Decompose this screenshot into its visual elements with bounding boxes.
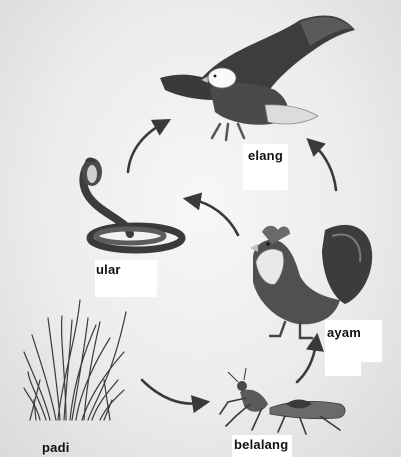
cobra-icon <box>82 158 182 251</box>
arrow-belalang-to-ayam <box>297 343 316 382</box>
arrow-padi-to-belalang <box>142 380 200 404</box>
label-padi: padi <box>42 440 70 455</box>
mantis-icon <box>220 368 345 434</box>
food-chain-arrows <box>128 124 336 404</box>
label-ular: ular <box>96 262 121 277</box>
label-belalang: belalang <box>234 437 288 452</box>
eagle-icon <box>160 15 355 140</box>
rooster-icon <box>250 225 372 338</box>
label-ayam: ayam <box>327 325 361 340</box>
label-elang: elang <box>248 148 283 163</box>
arrow-ayam-to-elang <box>314 145 336 190</box>
arrow-ayam-to-ular <box>193 200 238 235</box>
rice-plant-icon <box>24 300 126 420</box>
arrow-ular-to-elang <box>128 124 162 172</box>
